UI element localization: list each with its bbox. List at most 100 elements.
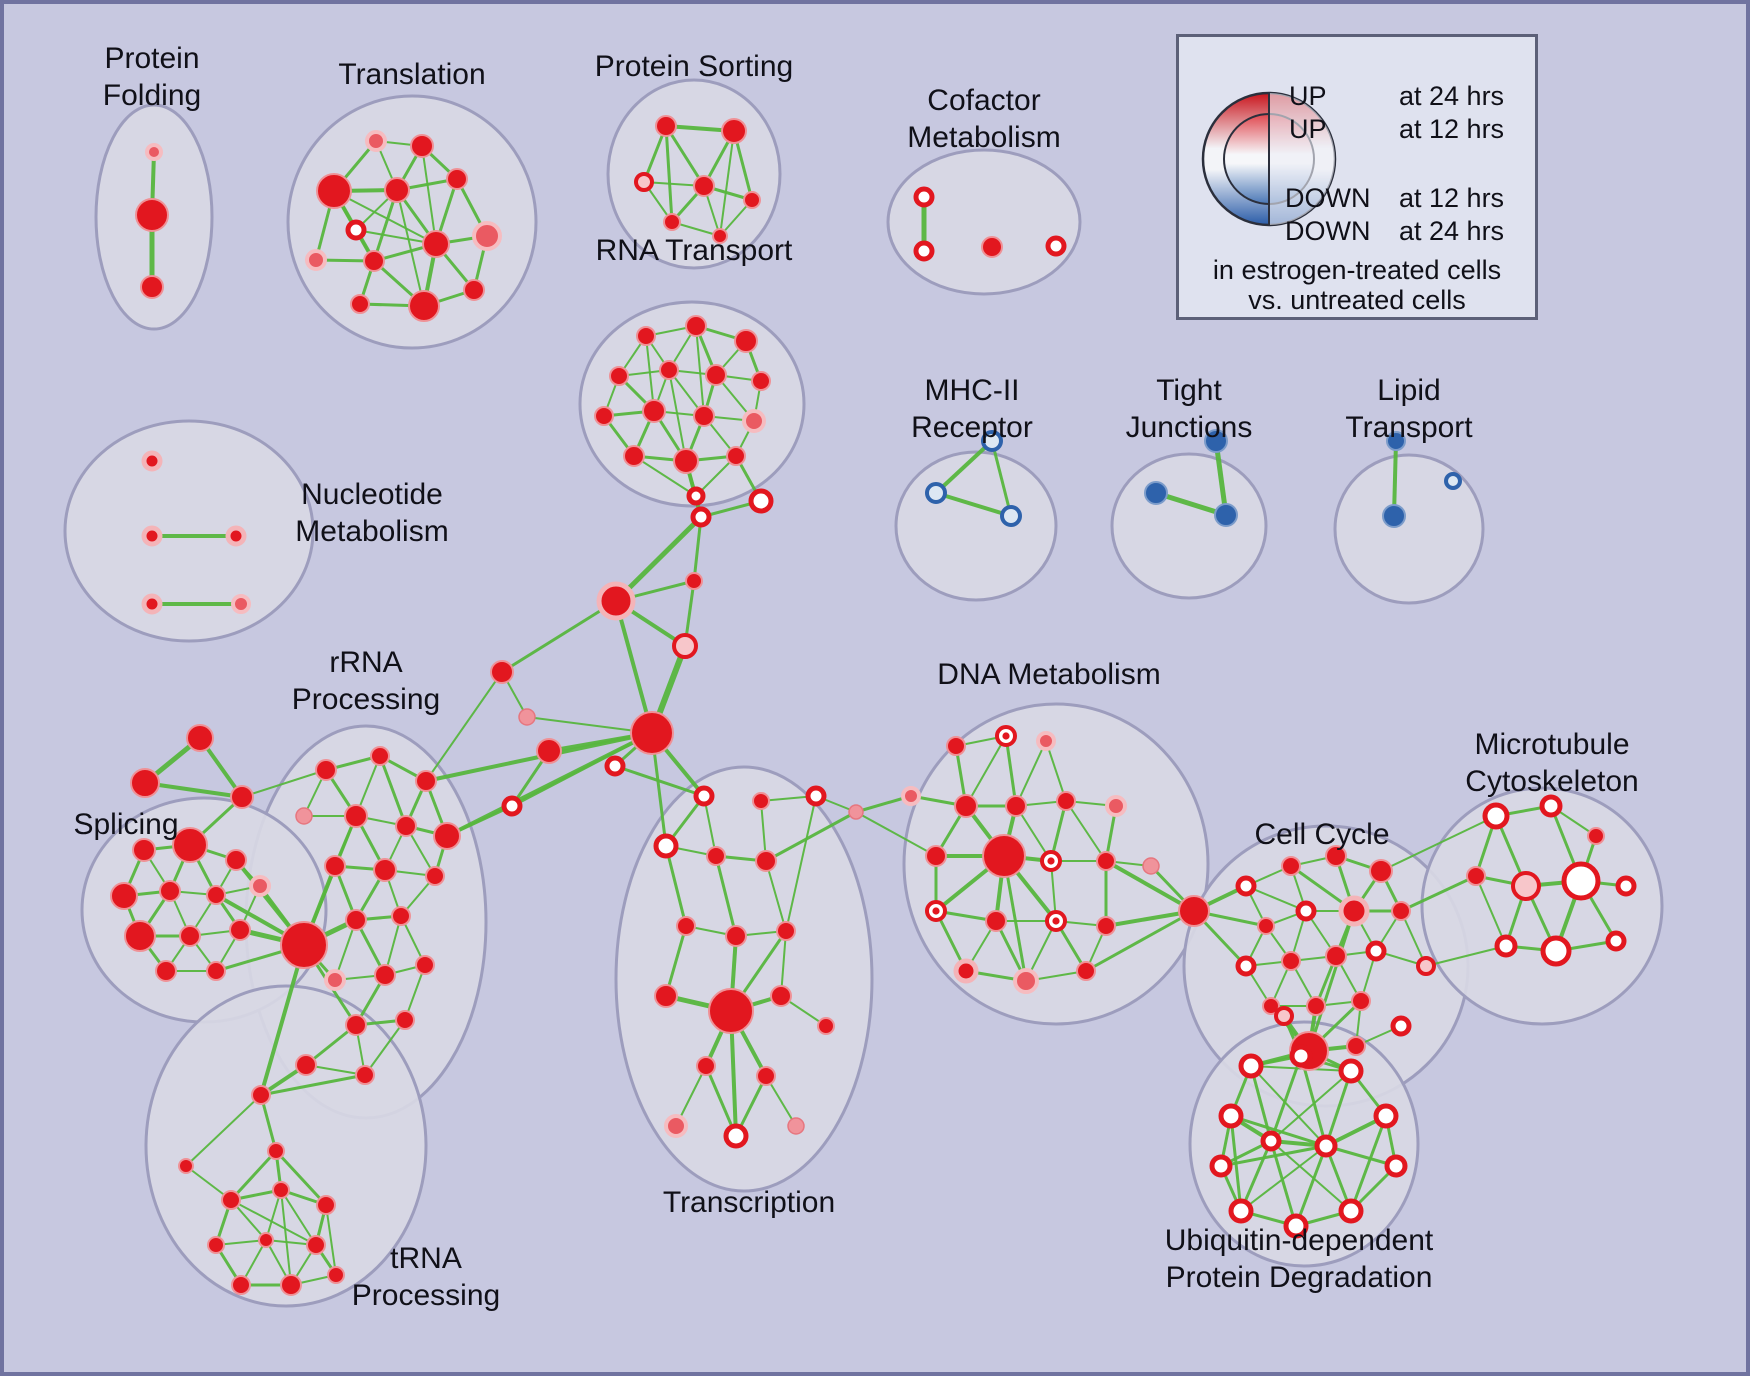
- node-rr3[interactable]: [415, 770, 437, 792]
- node-tc1[interactable]: [693, 785, 715, 807]
- node-ub2[interactable]: [1289, 1044, 1313, 1068]
- node-rr9[interactable]: [373, 858, 397, 882]
- node-tc14[interactable]: [756, 1066, 776, 1086]
- node-mc2[interactable]: [1539, 794, 1563, 818]
- node-dm20[interactable]: [1076, 961, 1096, 981]
- node-cc14[interactable]: [1306, 996, 1326, 1016]
- node-tj3[interactable]: [1214, 503, 1238, 527]
- node-tc3[interactable]: [653, 833, 679, 859]
- node-cc2[interactable]: [1281, 856, 1301, 876]
- node-r2[interactable]: [685, 315, 707, 337]
- node-cc6[interactable]: [1295, 900, 1317, 922]
- node-cc4[interactable]: [1369, 859, 1393, 883]
- node-rr6[interactable]: [395, 815, 417, 837]
- node-lt3[interactable]: [1444, 472, 1462, 490]
- node-rr17[interactable]: [395, 1010, 415, 1030]
- node-mc3[interactable]: [1587, 827, 1605, 845]
- node-cm1[interactable]: [913, 186, 935, 208]
- node-tj2[interactable]: [1144, 481, 1168, 505]
- node-tn10[interactable]: [231, 1275, 251, 1295]
- node-tc16[interactable]: [723, 1123, 749, 1149]
- node-t2[interactable]: [410, 134, 434, 158]
- node-x8[interactable]: [536, 738, 562, 764]
- node-tc18[interactable]: [817, 1017, 835, 1035]
- node-mh1[interactable]: [981, 430, 1003, 452]
- node-tc15[interactable]: [664, 1114, 688, 1138]
- node-rr4[interactable]: [295, 807, 313, 825]
- node-tc6[interactable]: [805, 785, 827, 807]
- node-ps3[interactable]: [634, 172, 654, 192]
- node-sp6[interactable]: [206, 885, 226, 905]
- node-cc10[interactable]: [1281, 951, 1301, 971]
- node-rr16[interactable]: [345, 1014, 367, 1036]
- node-ub3[interactable]: [1338, 1058, 1364, 1084]
- node-r11[interactable]: [742, 409, 766, 433]
- node-rr13[interactable]: [324, 969, 346, 991]
- node-tj1[interactable]: [1204, 429, 1228, 453]
- node-r14[interactable]: [726, 446, 746, 466]
- node-lt1[interactable]: [1386, 431, 1406, 451]
- node-dm12[interactable]: [1096, 851, 1116, 871]
- node-cm4[interactable]: [1045, 235, 1067, 257]
- node-tc8[interactable]: [725, 925, 747, 947]
- node-rr7[interactable]: [433, 822, 461, 850]
- node-t5[interactable]: [446, 168, 468, 190]
- node-pf1[interactable]: [145, 143, 163, 161]
- node-nm2[interactable]: [141, 525, 163, 547]
- node-nm1[interactable]: [141, 450, 163, 472]
- node-mc4[interactable]: [1466, 866, 1486, 886]
- node-sp11[interactable]: [155, 960, 177, 982]
- node-r3[interactable]: [734, 329, 758, 353]
- node-tn7[interactable]: [207, 1236, 225, 1254]
- node-pf3[interactable]: [140, 275, 164, 299]
- node-cc1[interactable]: [1235, 875, 1257, 897]
- node-dm15[interactable]: [985, 910, 1007, 932]
- node-tn5[interactable]: [272, 1181, 290, 1199]
- node-tn1[interactable]: [251, 1085, 271, 1105]
- node-dm9[interactable]: [925, 845, 947, 867]
- node-x10[interactable]: [518, 708, 536, 726]
- node-t13[interactable]: [463, 279, 485, 301]
- node-tc5[interactable]: [755, 850, 777, 872]
- node-hub1[interactable]: [280, 921, 328, 969]
- node-r6[interactable]: [705, 364, 727, 386]
- node-sp4[interactable]: [110, 882, 138, 910]
- node-sp1[interactable]: [132, 838, 156, 862]
- node-ub10[interactable]: [1338, 1198, 1364, 1224]
- node-ub1[interactable]: [1238, 1053, 1264, 1079]
- node-ub9[interactable]: [1283, 1213, 1309, 1239]
- node-dm10[interactable]: [982, 834, 1026, 878]
- node-cc17[interactable]: [1346, 1036, 1366, 1056]
- node-tn12[interactable]: [327, 1266, 345, 1284]
- node-r13[interactable]: [673, 448, 699, 474]
- node-dm7[interactable]: [1056, 791, 1076, 811]
- node-mh3[interactable]: [1000, 505, 1022, 527]
- node-sp7[interactable]: [249, 875, 271, 897]
- node-cc15[interactable]: [1351, 991, 1371, 1011]
- node-rr2[interactable]: [370, 746, 390, 766]
- node-ub7[interactable]: [1384, 1154, 1408, 1178]
- node-cc7[interactable]: [1338, 895, 1370, 927]
- node-x1[interactable]: [748, 488, 774, 514]
- node-r15[interactable]: [686, 486, 706, 506]
- node-dm19[interactable]: [1013, 968, 1039, 994]
- node-mc9[interactable]: [1540, 935, 1572, 967]
- node-sp3[interactable]: [225, 849, 247, 871]
- node-dm13[interactable]: [1142, 857, 1160, 875]
- node-dm8[interactable]: [1105, 795, 1127, 817]
- node-x4[interactable]: [685, 572, 703, 590]
- node-st1[interactable]: [186, 724, 214, 752]
- node-rr12[interactable]: [391, 906, 411, 926]
- node-tc10[interactable]: [654, 984, 678, 1008]
- node-r8[interactable]: [594, 406, 614, 426]
- node-x7[interactable]: [604, 755, 626, 777]
- node-tc9[interactable]: [776, 921, 796, 941]
- node-x11[interactable]: [490, 660, 514, 684]
- node-sp9[interactable]: [179, 925, 201, 947]
- node-cc18[interactable]: [1390, 1015, 1412, 1037]
- node-rr10[interactable]: [425, 866, 445, 886]
- node-ub11[interactable]: [1260, 1130, 1282, 1152]
- node-sp12[interactable]: [206, 961, 226, 981]
- node-ps5[interactable]: [743, 191, 761, 209]
- node-rr8[interactable]: [324, 855, 346, 877]
